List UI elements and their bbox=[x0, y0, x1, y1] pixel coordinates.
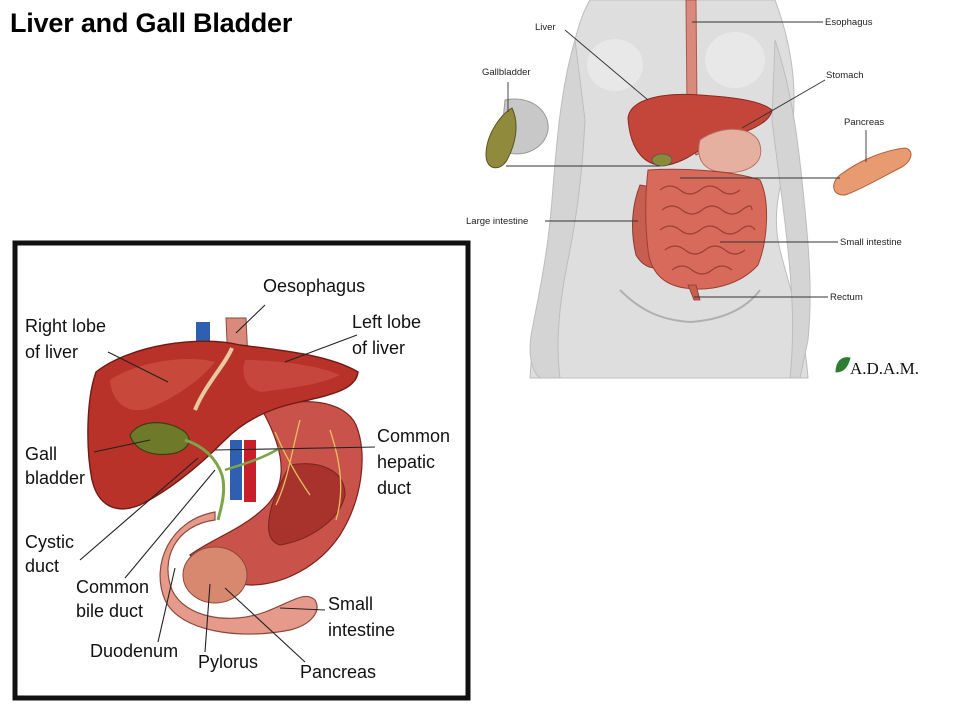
logo-text: A.D.A.M. bbox=[850, 359, 919, 378]
body-diagram: Liver Esophagus Gallbladder Stomach Panc… bbox=[466, 0, 919, 379]
body-leaders bbox=[506, 21, 867, 298]
label-common-hepatic-3: duct bbox=[377, 478, 411, 498]
body-chest-shade bbox=[705, 32, 765, 88]
leaf-icon bbox=[835, 357, 851, 373]
label-cystic-1: Cystic bbox=[25, 532, 74, 552]
duodenum-shape bbox=[159, 511, 318, 635]
label-stomach: Stomach bbox=[826, 70, 864, 81]
label-common-hepatic-2: hepatic bbox=[377, 452, 435, 472]
label-oesophagus: Oesophagus bbox=[263, 276, 365, 296]
rectum-shape bbox=[687, 284, 701, 301]
label-cystic-2: duct bbox=[25, 556, 59, 576]
label-common-bile-1: Common bbox=[76, 577, 149, 597]
label-gall-1: Gall bbox=[25, 444, 57, 464]
falciform-ligament bbox=[193, 347, 234, 411]
label-small-intestine-right: Small intestine bbox=[840, 237, 902, 248]
stomach-shape bbox=[698, 128, 762, 174]
stomach-vessels bbox=[274, 419, 342, 521]
label-common-hepatic-1: Common bbox=[377, 426, 450, 446]
label-right-lobe-2: of liver bbox=[25, 342, 78, 362]
label-gallbladder: Gallbladder bbox=[482, 67, 531, 78]
label-rectum: Rectum bbox=[830, 292, 863, 303]
bile-ducts bbox=[184, 438, 226, 521]
liver-diagram: Oesophagus Right lobe of liver Left lobe… bbox=[12, 240, 471, 701]
body-arm-right bbox=[771, 39, 811, 379]
label-pylorus: Pylorus bbox=[198, 652, 258, 672]
liver-highlight-left bbox=[243, 360, 340, 392]
body-arm-left bbox=[529, 39, 586, 379]
label-large-intestine: Large intestine bbox=[466, 216, 528, 227]
body-pelvis bbox=[619, 289, 761, 324]
label-duodenum: Duodenum bbox=[90, 641, 178, 661]
diagram-leaders bbox=[79, 304, 376, 663]
label-liver: Liver bbox=[535, 22, 556, 33]
intestine-coils bbox=[659, 185, 756, 275]
pancreas-detached bbox=[833, 147, 912, 196]
gallbladder-body bbox=[651, 153, 673, 167]
label-common-bile-2: bile duct bbox=[76, 601, 143, 621]
small-intestine-shape bbox=[645, 168, 767, 290]
label-left-lobe-2: of liver bbox=[352, 338, 405, 358]
label-right-lobe-1: Right lobe bbox=[25, 316, 106, 336]
stomach-inner bbox=[268, 463, 346, 546]
label-left-lobe-1: Left lobe bbox=[352, 312, 421, 332]
gallbladder-detached bbox=[485, 98, 549, 169]
label-esophagus: Esophagus bbox=[825, 17, 873, 28]
pancreas-head bbox=[182, 546, 248, 604]
gallbladder-large bbox=[129, 422, 190, 456]
page-title: Liver and Gall Bladder bbox=[10, 8, 293, 38]
label-pancreas-right: Pancreas bbox=[844, 117, 884, 128]
adam-logo: A.D.A.M. bbox=[835, 357, 919, 378]
label-pancreas-left: Pancreas bbox=[300, 662, 376, 682]
label-small-int-2: intestine bbox=[328, 620, 395, 640]
label-gall-2: bladder bbox=[25, 468, 85, 488]
liver-highlight bbox=[110, 359, 215, 411]
vena-cava-lower bbox=[230, 440, 242, 500]
label-small-int-1: Small bbox=[328, 594, 373, 614]
aorta bbox=[244, 440, 256, 502]
